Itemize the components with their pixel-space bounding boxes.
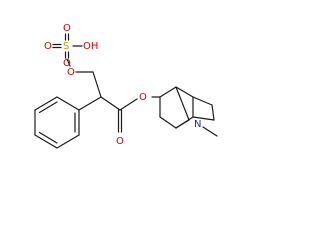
ch-phenyl-bond [78, 96, 102, 111]
tropane-bridge-3 [192, 116, 215, 121]
amine-n-label: N [194, 119, 201, 130]
carbonyl-o-label: O [116, 136, 124, 147]
bridge-n-bond-b [175, 119, 190, 129]
atom-labels: O O O S OH O O O N [44, 23, 201, 147]
sulfonyl-o-bottom-label: O [63, 58, 71, 69]
phenyl-inner-bond-1 [38, 101, 58, 114]
phenyl-inner-bond-2 [38, 131, 58, 144]
carbonyl-ester-o-bond [119, 98, 138, 111]
sulfonyl-o-top-label: O [63, 23, 71, 34]
phenyl-bond-5 [56, 134, 80, 149]
tropane-bond-2 [175, 86, 194, 98]
tropane-bond-5 [159, 116, 177, 129]
backbone-bonds [75, 71, 161, 133]
ch-carbonyl-bond [100, 96, 121, 111]
bridge-n-bond [175, 86, 190, 121]
phenyl-bond-1 [56, 96, 80, 111]
n-methyl-bond [202, 126, 218, 137]
phenyl-bond-2 [34, 96, 58, 111]
ester-o-label: O [139, 92, 147, 103]
hydroxyl-label: OH [83, 41, 98, 52]
tropane-bridge-1 [192, 96, 213, 106]
tropane-bond-1 [159, 86, 177, 98]
ch2-ch-bond [92, 71, 102, 98]
sulfonate-bonds [52, 33, 83, 67]
sulfur-label: S [63, 41, 69, 52]
ether-o-label: O [67, 67, 75, 78]
tropane-bridge-2 [211, 104, 215, 121]
phenyl-bond-4 [34, 134, 58, 149]
tropane-ring [159, 86, 218, 137]
sulfonyl-o-left-label: O [44, 41, 52, 52]
chemical-structure: O O O S OH O O O N [34, 23, 218, 149]
s-ether-o-bond [66, 58, 71, 67]
phenyl-ring [34, 96, 80, 149]
